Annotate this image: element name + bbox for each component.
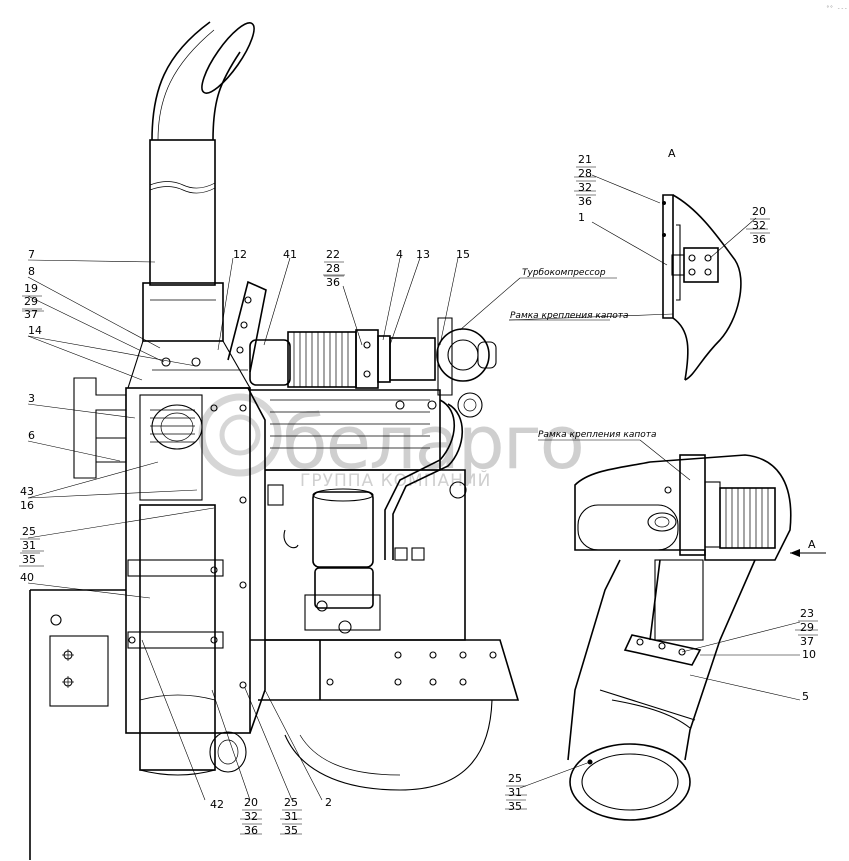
label-8: 8 xyxy=(28,265,35,278)
engine-assembly xyxy=(227,280,520,791)
label-23: 23 xyxy=(800,607,814,620)
watermark-brand: беларго xyxy=(282,400,583,486)
label-32: 32 xyxy=(752,219,766,232)
label-36: 36 xyxy=(244,824,258,837)
detail-view-a: А xyxy=(662,147,742,381)
label-28: 28 xyxy=(326,262,340,275)
label-29: 29 xyxy=(24,295,38,308)
watermark: беларго ГРУППА КОМПАНИЙ xyxy=(198,393,585,491)
annotation-hood-frame-2: Рамка крепления капота xyxy=(538,430,657,440)
label-41: 41 xyxy=(283,248,297,261)
label-12: 12 xyxy=(233,248,247,261)
label-36: 36 xyxy=(752,233,766,246)
label-43: 43 xyxy=(20,485,34,498)
label-22: 22 xyxy=(326,248,340,261)
label-2: 2 xyxy=(325,796,332,809)
label-4: 4 xyxy=(396,248,403,261)
label-20: 20 xyxy=(752,205,766,218)
annotation-hood-frame-1: Рамка крепления капота xyxy=(510,311,629,321)
label-16: 16 xyxy=(20,499,34,512)
callout-labels: 7 8 19 29 37 14 3 6 43 16 25 31 35 40 12… xyxy=(20,153,816,837)
detail-side-view: А xyxy=(567,454,826,821)
label-1: 1 xyxy=(578,211,585,224)
label-13: 13 xyxy=(416,248,430,261)
label-25: 25 xyxy=(284,796,298,809)
label-37: 37 xyxy=(24,308,38,321)
label-14: 14 xyxy=(28,324,42,337)
label-37: 37 xyxy=(800,635,814,648)
label-10: 10 xyxy=(802,648,816,661)
label-31: 31 xyxy=(508,786,522,799)
stacked-label-frames xyxy=(20,166,818,825)
label-3: 3 xyxy=(28,392,35,405)
annotation-turbocompressor: Турбокомпрессор xyxy=(522,268,606,278)
label-40: 40 xyxy=(20,571,34,584)
label-25: 25 xyxy=(508,772,522,785)
label-19: 19 xyxy=(24,282,38,295)
label-36: 36 xyxy=(578,195,592,208)
label-21: 21 xyxy=(578,153,592,166)
label-6: 6 xyxy=(28,429,35,442)
watermark-subtitle: ГРУППА КОМПАНИЙ xyxy=(300,469,491,491)
label-25: 25 xyxy=(22,525,36,538)
label-35: 35 xyxy=(22,553,36,566)
label-28: 28 xyxy=(578,167,592,180)
corner-mark: °° --- xyxy=(826,5,848,12)
label-31: 31 xyxy=(284,810,298,823)
view-a-title: А xyxy=(668,147,676,160)
leader-lines xyxy=(19,174,818,835)
label-5: 5 xyxy=(802,690,809,703)
label-35: 35 xyxy=(284,824,298,837)
label-7: 7 xyxy=(28,248,35,261)
label-32: 32 xyxy=(244,810,258,823)
label-15: 15 xyxy=(456,248,470,261)
exhaust-assembly xyxy=(29,21,266,860)
label-36: 36 xyxy=(326,276,340,289)
label-31: 31 xyxy=(22,539,36,552)
label-29: 29 xyxy=(800,621,814,634)
view-a-arrow-letter: А xyxy=(808,538,816,551)
label-20: 20 xyxy=(244,796,258,809)
label-42: 42 xyxy=(210,798,224,811)
label-32: 32 xyxy=(578,181,592,194)
label-35: 35 xyxy=(508,800,522,813)
